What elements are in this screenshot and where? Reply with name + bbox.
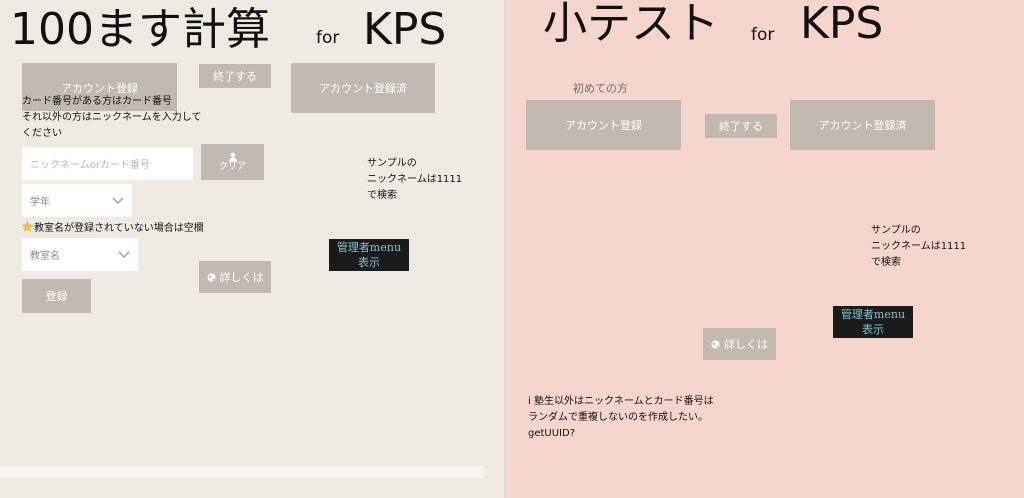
left-admin-menu-button[interactable]: 管理者menu 表示 (329, 239, 409, 271)
horizontal-scrollbar[interactable] (0, 466, 484, 478)
left-title-row: 100ます計算 (10, 8, 270, 52)
right-admin-menu-line2: 表示 (862, 323, 884, 336)
right-title: 小テスト (543, 0, 719, 49)
classroom-select[interactable]: 教室名 (22, 238, 138, 271)
left-title-for: for (316, 28, 340, 48)
person-icon (228, 152, 237, 162)
right-admin-menu-line1: 管理者menu (840, 308, 906, 321)
star-icon (22, 221, 33, 232)
panel-divider (504, 0, 507, 498)
left-sample-note: サンプルの ニックネームは1111 で検索 (367, 158, 463, 201)
right-register-label: アカウント登録 (565, 119, 642, 132)
classroom-note: 教室名が登録されていない場合は空欄 (34, 223, 204, 234)
right-memo: i 塾生以外はニックネームとカード番号は ランダムで重複しないのを作成したい。 … (528, 396, 714, 439)
right-exit-button[interactable]: 終了する (705, 114, 777, 138)
nickname-placeholder: ニックネームorカード番号 (30, 160, 150, 171)
left-registered-button[interactable]: アカウント登録済 (291, 63, 435, 113)
login-label: 登録 (45, 290, 68, 303)
left-admin-menu-line2: 表示 (358, 256, 380, 269)
right-details-label: 詳しくは (724, 338, 768, 351)
left-exit-label: 終了する (213, 70, 257, 83)
globe-icon (206, 272, 216, 282)
right-details-button[interactable]: 詳しくは (703, 328, 776, 360)
right-registered-label: アカウント登録済 (818, 119, 907, 132)
card-instruction: カード番号がある方はカード番号 それ以外の方はニックネームを入力して ください (22, 96, 202, 139)
left-details-button[interactable]: 詳しくは (199, 261, 271, 293)
left-exit-button[interactable]: 終了する (199, 64, 271, 88)
right-register-button[interactable]: アカウント登録 (526, 100, 681, 150)
classroom-select-value: 教室名 (30, 251, 60, 262)
right-title-kps: KPS (800, 0, 884, 49)
left-register-label: アカウント登録 (61, 82, 138, 95)
nickname-input[interactable]: ニックネームorカード番号 (22, 147, 193, 180)
grade-select-value: 学年 (30, 197, 50, 208)
left-details-label: 詳しくは (219, 271, 264, 284)
right-sample-note: サンプルの ニックネームは1111 で検索 (871, 225, 967, 268)
right-panel: 小テスト for KPS 初めての方 アカウント登録 終了する アカウント登録済… (507, 0, 1024, 498)
right-exit-label: 終了する (719, 120, 763, 133)
left-registered-label: アカウント登録済 (319, 82, 407, 95)
clear-button[interactable]: クリア (201, 144, 264, 180)
left-register-button[interactable]: アカウント登録 (22, 63, 177, 111)
right-admin-menu-button[interactable]: 管理者menu 表示 (833, 306, 913, 338)
globe-icon (711, 339, 720, 349)
left-admin-menu-line1: 管理者menu (336, 241, 402, 254)
left-panel: 100ます計算 for KPS アカウント登録 終了する アカウント登録済 カー… (0, 0, 507, 498)
right-registered-button[interactable]: アカウント登録済 (790, 100, 935, 150)
chevron-down-icon (118, 251, 130, 258)
classroom-note-row: 教室名が登録されていない場合は空欄 (22, 221, 204, 237)
left-title-kps: KPS (363, 4, 447, 55)
login-button[interactable]: 登録 (22, 279, 91, 313)
chevron-down-icon (112, 197, 124, 204)
left-title: 100ます計算 (10, 4, 270, 55)
first-time-label: 初めての方 (573, 82, 628, 95)
grade-select[interactable]: 学年 (22, 184, 132, 217)
right-title-for: for (751, 25, 775, 45)
clear-label: クリア (218, 162, 246, 172)
